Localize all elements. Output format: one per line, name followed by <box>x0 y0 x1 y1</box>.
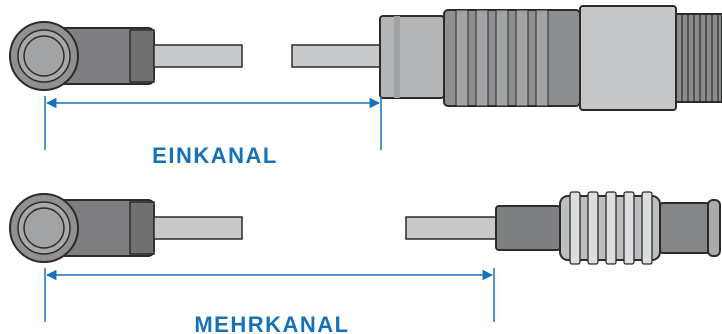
multi-channel-label: MEHRKANAL <box>194 312 349 334</box>
dimension-line-single <box>44 96 382 150</box>
cable-segment-left <box>153 44 243 68</box>
cable-segment-left-multi <box>153 216 243 240</box>
straight-connector-multi <box>495 191 721 265</box>
single-channel-label: EINKANAL <box>152 143 278 168</box>
single-channel-cable <box>9 5 722 111</box>
cable-segment-right-multi <box>405 216 499 240</box>
dimension-line-multi <box>44 268 495 322</box>
cable-segment-right <box>291 44 385 68</box>
right-angle-plug-single <box>9 21 155 91</box>
multi-channel-cable <box>9 191 721 265</box>
right-angle-plug-multi <box>9 193 155 263</box>
straight-connector-single <box>379 5 722 111</box>
